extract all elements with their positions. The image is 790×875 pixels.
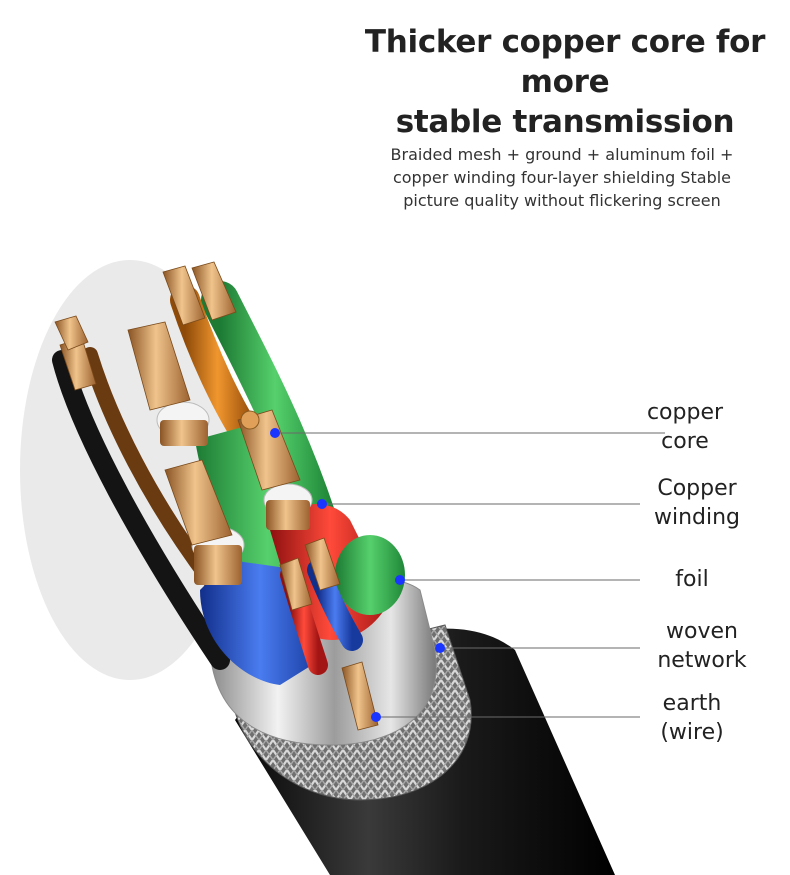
- marker-dot-foil: [395, 575, 405, 585]
- copper-core-4: [191, 261, 237, 321]
- callout-copper-winding-line-2: winding: [653, 505, 741, 530]
- callout-earth-wire: earth (wire): [622, 689, 762, 747]
- copper-core-6: [237, 409, 301, 491]
- green-jacket-end: [335, 535, 405, 615]
- callout-earth-wire-line-2: (wire): [660, 720, 724, 745]
- callout-copper-core-line-1: copper: [646, 400, 724, 425]
- core-winding-3: [194, 545, 242, 585]
- headline: Thicker copper core for more stable tran…: [330, 22, 790, 142]
- callout-copper-core-line-2: core: [661, 429, 709, 454]
- black-wire: [52, 350, 230, 670]
- callout-copper-winding-line-1: Copper: [657, 476, 737, 501]
- copper-core-3: [162, 265, 206, 326]
- marker-dot-earth-wire: [371, 712, 381, 722]
- marker-dots: [270, 428, 445, 722]
- subtitle: Braided mesh + ground + aluminum foil + …: [352, 143, 772, 212]
- subtitle-line-1: Braided mesh + ground + aluminum foil +: [390, 145, 734, 164]
- core-winding-1: [160, 420, 208, 446]
- subtitle-line-3: picture quality without flickering scree…: [403, 191, 721, 210]
- callout-foil-line-1: foil: [675, 567, 709, 592]
- headline-line-2: stable transmission: [395, 104, 735, 140]
- callout-woven-network-line-1: woven: [666, 619, 738, 644]
- callout-copper-winding: Copper winding: [627, 474, 767, 532]
- brown-wire: [82, 347, 218, 588]
- copper-core-10: [341, 661, 379, 731]
- copper-core-2: [54, 315, 89, 351]
- callout-earth-wire-line-1: earth: [662, 691, 722, 716]
- copper-core-7: [164, 459, 233, 546]
- core-winding-2: [266, 500, 310, 530]
- copper-core-end: [240, 410, 260, 430]
- marker-dot-copper-core: [270, 428, 280, 438]
- callout-copper-core: copper core: [615, 398, 755, 456]
- callout-woven-network: woven network: [632, 617, 772, 675]
- callout-foil: foil: [622, 565, 762, 594]
- copper-core-8: [279, 557, 313, 611]
- marker-dot-copper-winding: [317, 499, 327, 509]
- copper-strands: [54, 261, 379, 731]
- headline-line-1: Thicker copper core for more: [364, 24, 766, 100]
- subtitle-line-2: copper winding four-layer shielding Stab…: [392, 168, 732, 187]
- copper-core-5: [127, 321, 191, 411]
- callout-lines: [275, 432, 665, 718]
- marker-dot-woven-network: [435, 643, 445, 653]
- copper-core-9: [304, 537, 341, 591]
- callout-woven-network-line-2: network: [657, 648, 747, 673]
